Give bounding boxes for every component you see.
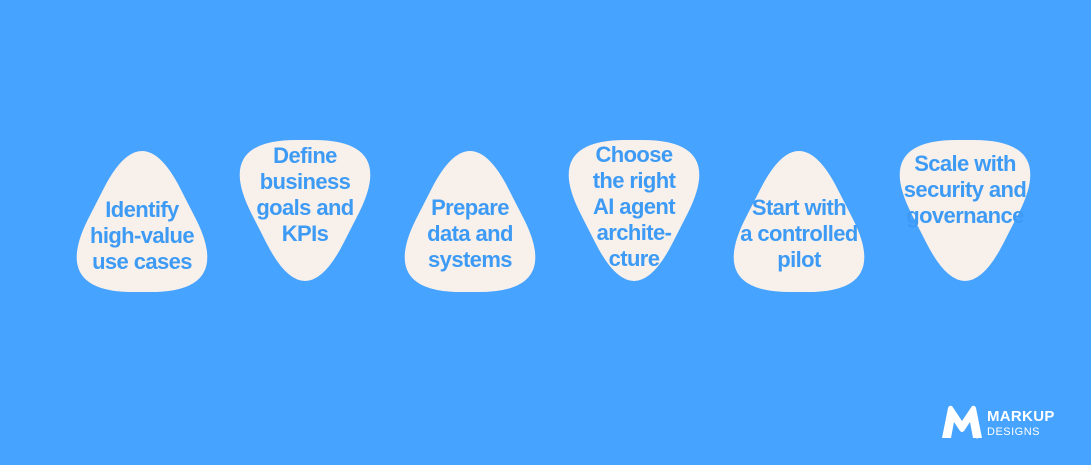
step-prepare-data-systems: Prepare data and systems — [379, 131, 561, 301]
step-label: Prepare data and systems — [427, 195, 513, 272]
step-shape — [239, 139, 371, 281]
step-scale-security-governance: Scale with security and governance — [874, 131, 1056, 301]
step-label: Scale with security and governance — [903, 151, 1027, 228]
rounded-triangle-shape — [568, 139, 700, 281]
step-shape — [404, 151, 536, 293]
logo-subtitle: DESIGNS — [987, 426, 1041, 438]
markup-designs-logo: MARKUP DESIGNS — [940, 404, 1070, 444]
step-shape — [568, 139, 700, 281]
rounded-triangle-shape — [239, 139, 371, 281]
step-shape — [76, 151, 208, 293]
step-shape — [733, 151, 865, 293]
logo-m-icon — [942, 405, 982, 439]
step-define-goals-kpis: Define business goals and KPIs — [214, 131, 396, 301]
logo-wordmark: MARKUP — [987, 408, 1055, 425]
step-controlled-pilot: Start with a controlled pilot — [708, 131, 890, 301]
step-label: Start with a controlled pilot — [740, 195, 858, 272]
step-label: Identify high-value use cases — [89, 197, 195, 274]
rounded-triangle-shape — [76, 151, 208, 293]
step-label: Define business goals and KPIs — [256, 143, 354, 246]
rounded-triangle-shape — [404, 151, 536, 293]
step-shape — [899, 139, 1031, 281]
rounded-triangle-shape — [899, 139, 1031, 281]
step-label: Choose the right AI agent archite- cture — [592, 142, 676, 271]
step-identify-use-cases: Identify high-value use cases — [51, 131, 233, 301]
rounded-triangle-shape — [733, 151, 865, 293]
step-choose-agent-architecture: Choose the right AI agent archite- cture — [543, 131, 725, 301]
